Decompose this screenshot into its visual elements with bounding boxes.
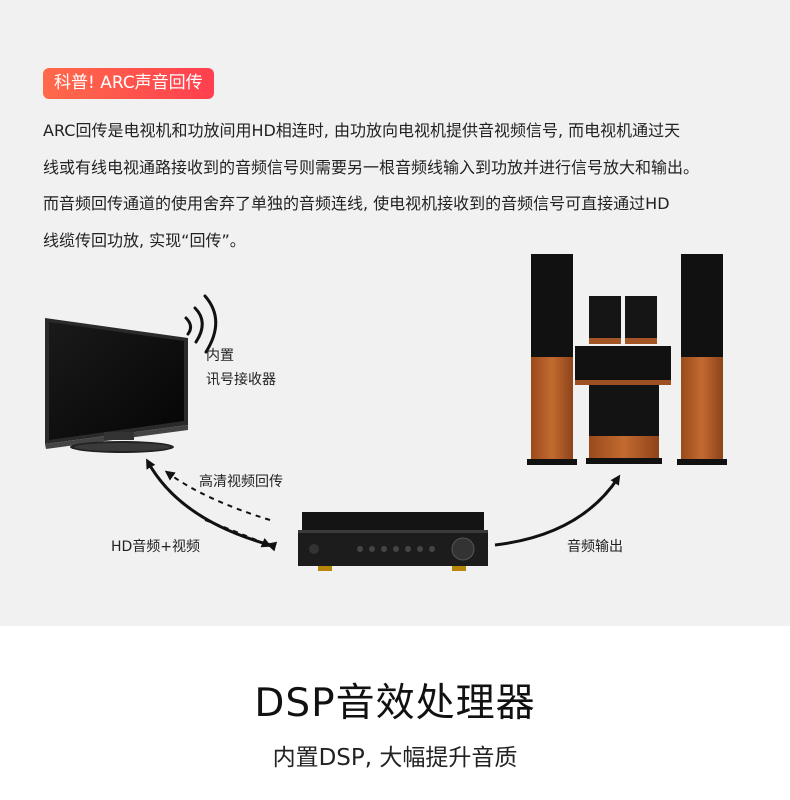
description-line: ARC回传是电视机和功放间用HD相连时, 由功放向电视机提供音视频信号, 而电视… <box>43 121 681 140</box>
topic-badge: 科普! ARC声音回传 <box>43 68 214 99</box>
speaker-system-image <box>527 254 727 465</box>
tv-receiver-label: 内置 讯号接收器 <box>206 344 276 392</box>
video-return-arrow <box>164 470 271 521</box>
hd-label: HD音频+视频 <box>111 539 201 555</box>
hd-audio-video-arrow <box>146 458 278 552</box>
hd-forward-arrow <box>204 519 272 548</box>
amplifier-image <box>298 512 488 571</box>
return-label: 高清视频回传 <box>199 474 283 490</box>
output-label: 音频输出 <box>567 539 623 555</box>
wireless-signal-icon <box>184 294 218 354</box>
description-line: 而音频回传通道的使用舍弃了单独的音频连线, 使电视机接收到的音频信号可直接通过H… <box>43 194 670 213</box>
tv-receiver-label-line: 内置 <box>206 348 234 364</box>
description-line: 线或有线电视通路接收到的音频信号则需要另一根音频线输入到功放并进行信号放大和输出… <box>43 157 700 177</box>
headline: DSP音效处理器 <box>254 681 536 726</box>
audio-output-arrow <box>494 474 621 547</box>
subheadline: 内置DSP, 大幅提升音质 <box>272 745 518 771</box>
arc-description: ARC回传是电视机和功放间用HD相连时, 由功放向电视机提供音视频信号, 而电视… <box>43 113 753 259</box>
tv-image <box>45 318 188 453</box>
arc-diagram <box>45 254 727 571</box>
tv-receiver-label-line: 讯号接收器 <box>206 372 276 388</box>
description-line: 线缆传回功放, 实现“回传”。 <box>43 230 246 250</box>
